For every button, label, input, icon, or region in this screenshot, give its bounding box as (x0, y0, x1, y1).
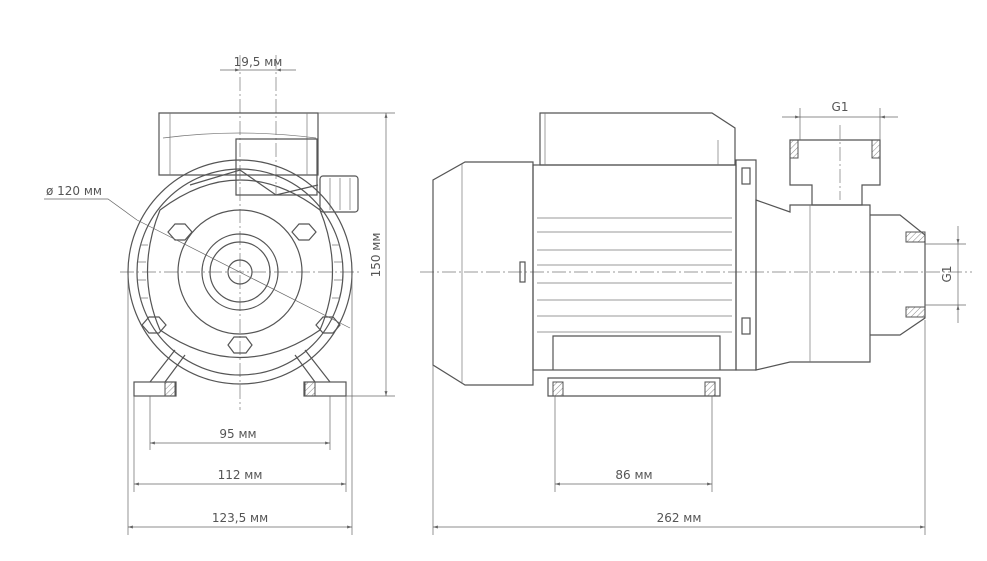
hex-bolts (141, 223, 341, 354)
box-transition (189, 169, 319, 196)
flange-bolt-bottom (741, 317, 751, 335)
shaft-circle (227, 259, 253, 285)
dim-height: 150 мм (318, 112, 395, 397)
inlet-thread-label: G1 (940, 266, 954, 283)
dim-overall-length: 262 мм (432, 300, 926, 535)
side-terminal-box (539, 112, 736, 166)
height-label: 150 мм (369, 233, 383, 278)
diameter-label: ø 120 мм (46, 184, 102, 198)
casing-inner-circle (136, 168, 344, 376)
volute-circle (177, 209, 303, 335)
terminal-box (158, 112, 319, 176)
outlet-section-right (871, 139, 881, 159)
dim-outlet-thread: G1 (782, 100, 898, 140)
foot-width-label: 112 мм (218, 468, 263, 482)
foot-hole-spacing-label: 95 мм (219, 427, 256, 441)
overall-width-label: 123,5 мм (212, 511, 268, 525)
dim-inlet-thread: G1 (925, 226, 966, 323)
foot-section-right (704, 381, 716, 397)
dim-foot-width: 112 мм (133, 396, 347, 492)
motor-fins (537, 217, 732, 333)
right-foot-section (304, 381, 316, 397)
pump-head (755, 199, 871, 371)
inlet-section-bottom (905, 306, 926, 318)
dim-diameter: ø 120 мм (44, 184, 351, 329)
overall-length-label: 262 мм (657, 511, 702, 525)
motor-foot (547, 377, 721, 397)
inlet-section-top (905, 231, 926, 243)
outer-casing-circle (127, 159, 353, 385)
offset-label: 19,5 мм (234, 55, 283, 69)
inlet-port (870, 214, 926, 336)
fan-cover-nub (519, 261, 526, 283)
inlet-outer-circle (201, 233, 279, 311)
dim-overall-width: 123,5 мм (127, 275, 353, 535)
left-foot-section (164, 381, 176, 397)
outlet-section-left (789, 139, 799, 159)
outlet-port (789, 139, 881, 206)
inlet-inner-circle (209, 241, 271, 303)
dim-offset: 19,5 мм (220, 55, 296, 72)
motor-foot-base (552, 335, 721, 370)
cable-gland (319, 175, 359, 213)
motor-body (532, 164, 737, 371)
cooling-fins (138, 244, 342, 299)
fan-cover (432, 161, 534, 386)
cable-gland-ribs (329, 178, 351, 210)
side-terminal-box-detail (544, 113, 719, 165)
terminal-box-detail (162, 113, 317, 175)
foot-length-label: 86 мм (615, 468, 652, 482)
flange (735, 159, 757, 371)
outlet-thread-label: G1 (832, 100, 849, 114)
terminal-cover (235, 138, 318, 196)
right-foot (303, 381, 347, 397)
front-view: 19,5 мм ø 120 мм 150 мм 95 мм 112 мм (44, 55, 395, 535)
dim-foot-length: 86 мм (554, 396, 713, 492)
foot-legs (149, 349, 331, 383)
side-view: G1 G1 86 мм 262 мм (420, 100, 972, 535)
dim-foot-holes: 95 мм (149, 396, 331, 450)
flange-bolt-top (741, 167, 751, 185)
foot-section-left (552, 381, 564, 397)
left-foot (133, 381, 177, 397)
